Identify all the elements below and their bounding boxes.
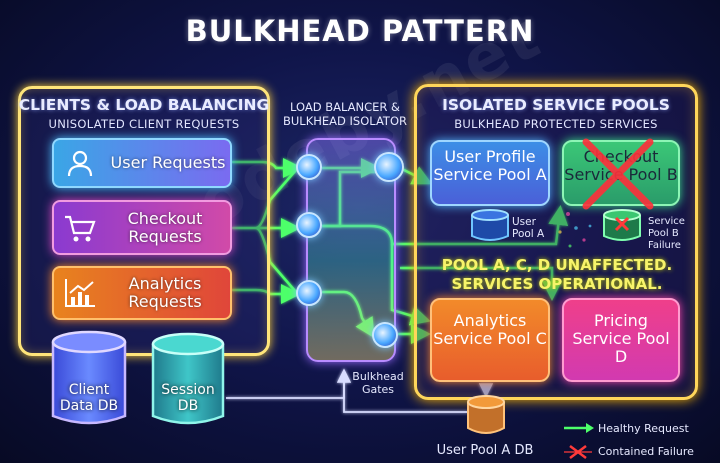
user-pool-a-label: User Pool A [512, 216, 545, 240]
link-gate3-down [322, 290, 375, 339]
legend-healthy: Healthy Request [598, 422, 689, 435]
cart-icon [54, 202, 106, 253]
pool-d: Pricing Service Pool D [562, 298, 680, 382]
isolator-heading: LOAD BALANCER & BULKHEAD ISOLATOR [282, 100, 407, 128]
checkout-requests-label: Checkout Requests [127, 208, 203, 246]
clients-panel-heading: CLIENTS & LOAD BALANCING [18, 96, 270, 114]
database-icon [603, 209, 641, 241]
gate-icon [296, 280, 322, 306]
user-icon [54, 140, 106, 186]
service-pools-heading: ISOLATED SERVICE POOLS [442, 96, 670, 114]
service-pools-subheading: BULKHEAD PROTECTED SERVICES [454, 117, 658, 131]
healthy-arrow-icon [564, 423, 594, 433]
chart-icon [54, 268, 106, 318]
pool-d-label: Pricing Service Pool D [572, 311, 670, 366]
gate-icon [296, 154, 322, 180]
pool-c: Analytics Service Pool C [430, 298, 550, 382]
clients-panel-subheading: UNISOLATED CLIENT REQUESTS [48, 117, 240, 131]
gate-icon [372, 322, 398, 348]
database-icon [51, 330, 127, 425]
gate-icon [374, 152, 404, 182]
pool-a-label: User Profile Service Pool A [433, 147, 547, 184]
failure-sparks [558, 212, 592, 248]
client-data-db-label: Client Data DB [59, 382, 119, 414]
database-icon [467, 395, 505, 434]
status-message: POOL A, C, D UNAFFECTED. SERVICES OPERAT… [441, 256, 673, 293]
user-requests-label: User Requests [110, 153, 226, 172]
legend-contained: Contained Failure [598, 445, 694, 458]
page-title: BULKHEAD PATTERN [185, 14, 535, 48]
link-user-to-gate1 [232, 158, 303, 178]
database-icon [471, 209, 509, 241]
pool-a: User Profile Service Pool A [430, 140, 550, 206]
bulkhead-gates-label: Bulkhead Gates [352, 370, 404, 396]
database-icon [151, 332, 225, 425]
link-to-pool-d [400, 266, 562, 301]
analytics-requests-label: Analytics Requests [128, 274, 202, 311]
session-db-label: Session DB [161, 382, 215, 414]
link-pool-to-db [343, 372, 468, 413]
user-pool-a-db-label: User Pool A DB [436, 443, 534, 458]
gate-icon [296, 212, 322, 238]
link-session-to-isolator [226, 368, 352, 399]
checkout-requests-box: Checkout Requests [52, 200, 232, 255]
failure-x-icon [582, 138, 654, 210]
service-pool-b-failure-label: Service Pool B Failure [648, 216, 685, 251]
contained-failure-icon [564, 445, 592, 459]
analytics-requests-box: Analytics Requests [52, 266, 232, 320]
pool-c-label: Analytics Service Pool C [433, 311, 547, 348]
user-requests-box: User Requests [52, 138, 232, 188]
link-to-pool-b [322, 205, 569, 246]
